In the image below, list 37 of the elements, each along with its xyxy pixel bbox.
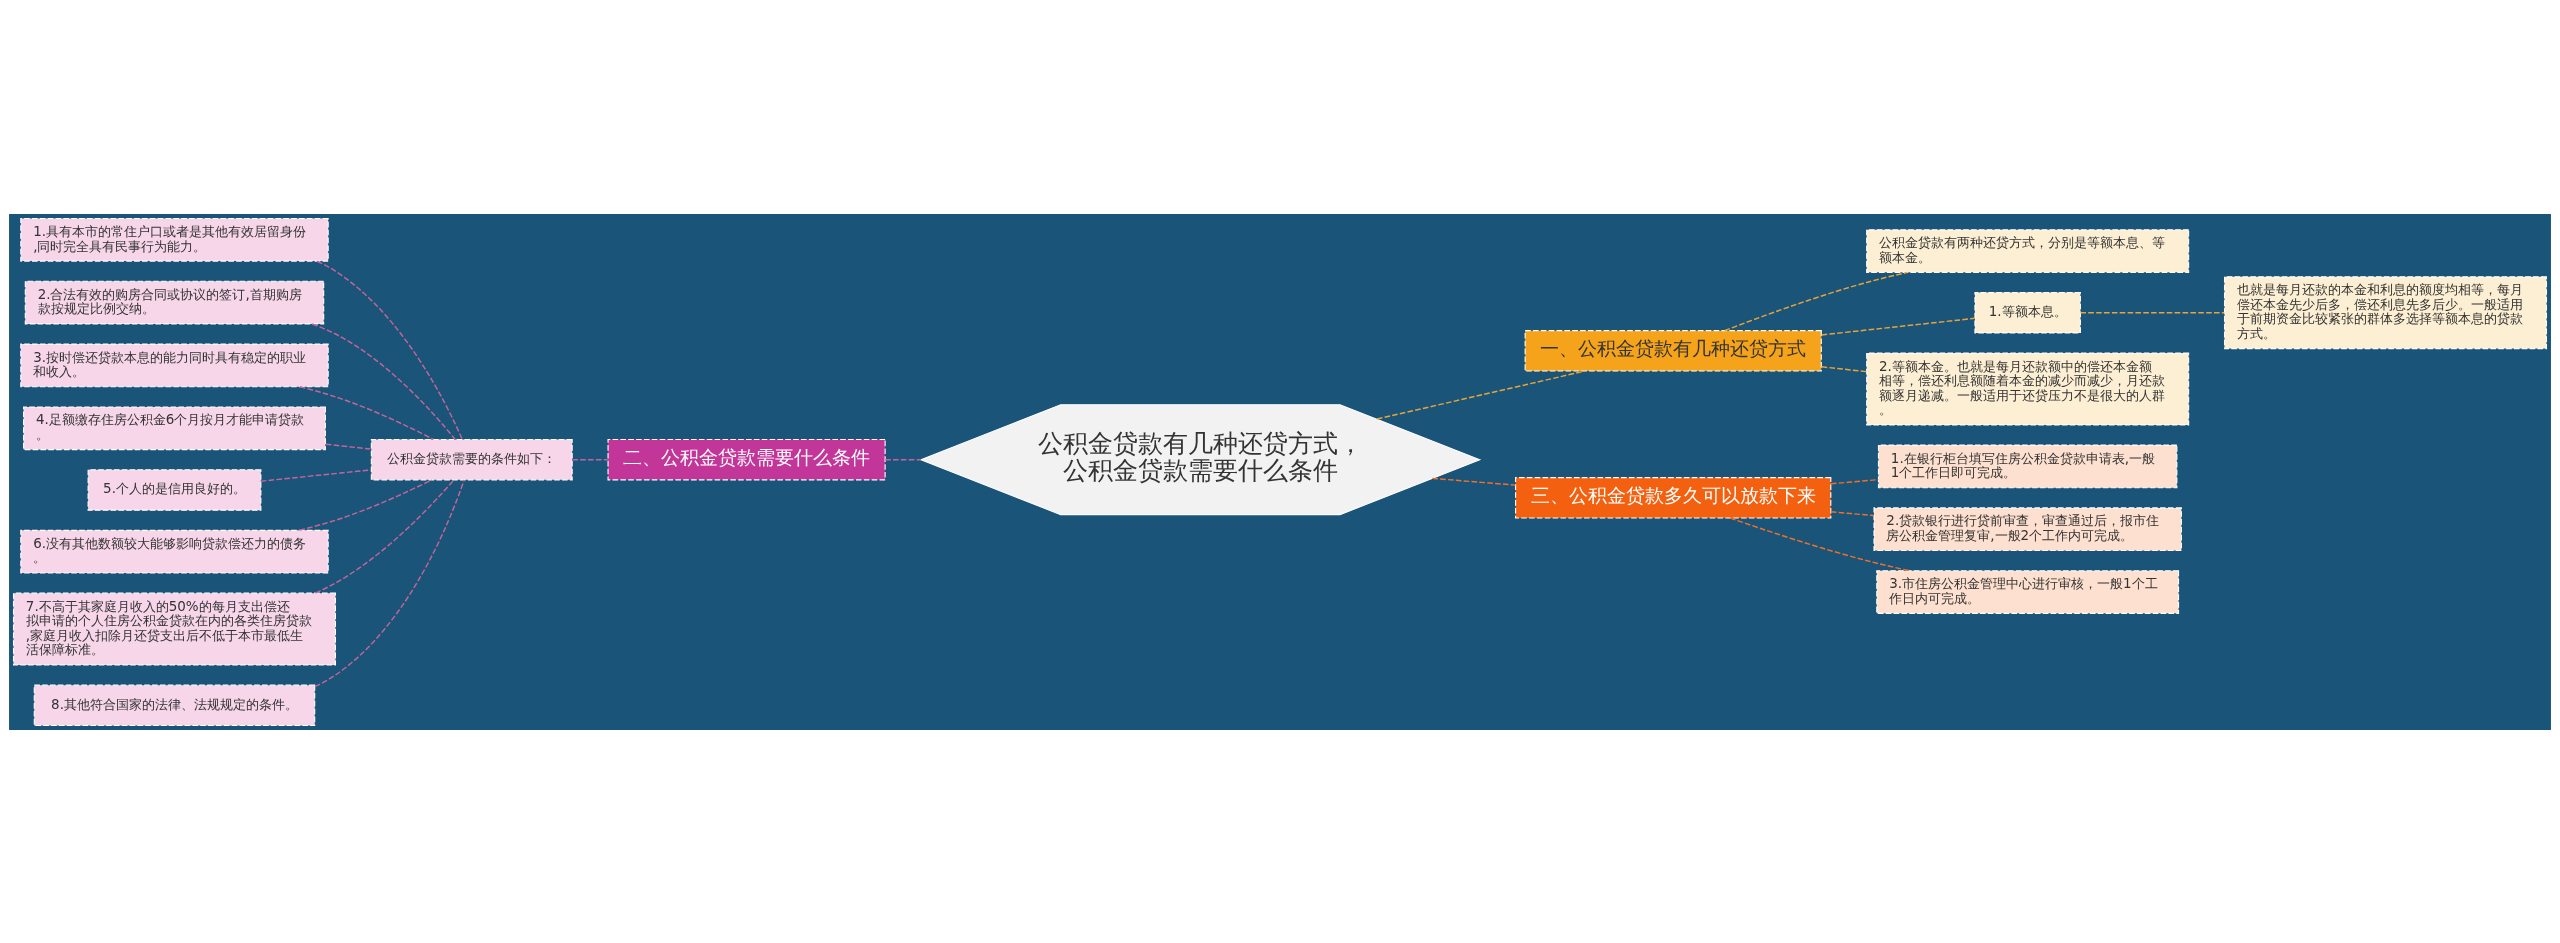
node-box: 3.按时偿还贷款本息的能力同时具有稳定的职业和收入。 — [20, 343, 329, 387]
connector — [260, 468, 372, 482]
connector — [1724, 271, 1909, 331]
node-box: 4.足额缴存住房公积金6个月按月才能申请贷款。 — [23, 405, 326, 450]
node-box: 1.在银行柜台填写住房公积金贷款申请表,一般1个工作日即可完成。 — [1877, 444, 2178, 488]
node-box: 1.具有本市的常住户口或者是其他有效居留身份,同时完全具有民事行为能力。 — [20, 217, 329, 262]
connector — [316, 259, 463, 440]
node-box: 也就是每月还款的本金和利息的额度均相等，每月偿还本金先少后多，偿还利息先多后少。一般适用于前期资金比较紧张的群体多选择等额本息的贷款方式。 — [2224, 275, 2548, 349]
connector — [1820, 365, 1868, 372]
connector — [2079, 311, 2226, 313]
connector — [884, 458, 922, 460]
connector — [311, 322, 456, 440]
connector — [1376, 369, 1586, 420]
node-box: 7.不高于其家庭月收入的50%的每月支出偿还拟申请的个人住房公积金贷款在内的各类住房贷款,家庭月收入扣除月还贷支出后不低于本市最低生活保障标准。 — [12, 592, 336, 665]
node-box: 一、公积金贷款有几种还贷方式 — [1524, 329, 1822, 372]
connector — [1830, 510, 1875, 516]
node-box: 二、公积金贷款需要什么条件 — [607, 438, 886, 480]
node-box: 公积金贷款需要的条件如下： — [370, 438, 573, 480]
connector — [571, 458, 609, 460]
connector — [314, 478, 465, 687]
connector — [314, 479, 455, 594]
node-box: 公积金贷款有两种还贷方式，分别是等额本息、等额本金。 — [1866, 228, 2190, 273]
connector — [298, 478, 433, 531]
connector — [1431, 477, 1517, 486]
node-box: 8.其他符合国家的法律、法规规定的条件。 — [33, 684, 316, 726]
node-box: 3.市住房公积金管理中心进行审核，一般1个工作日内可完成。 — [1876, 569, 2180, 614]
connector — [1729, 516, 1910, 571]
node-box: 2.等额本金。也就是每月还款额中的偿还本金额相等，偿还利息额随着本金的减少而减少，月还款额逐月递减。一般适用于还贷压力不是很大的人群。 — [1866, 352, 2190, 425]
connector — [1820, 317, 1976, 336]
connector — [324, 443, 372, 450]
node-box: 三、公积金贷款多久可以放款下来 — [1515, 476, 1832, 519]
node-box: 5.个人的是信用良好的。 — [87, 468, 262, 511]
node-box: 2.合法有效的购房合同或协议的签订,首期购房款按规定比例交纳。 — [24, 280, 325, 324]
node-box: 6.没有其他数额较大能够影响贷款偿还力的债务。 — [20, 529, 329, 573]
connector — [299, 385, 435, 440]
node-box: 2.贷款银行进行贷前审查，审查通过后，报市住房公积金管理复审,一般2个工作内可完成。 — [1873, 506, 2182, 551]
node-box: 1.等额本息。 — [1974, 291, 2081, 333]
